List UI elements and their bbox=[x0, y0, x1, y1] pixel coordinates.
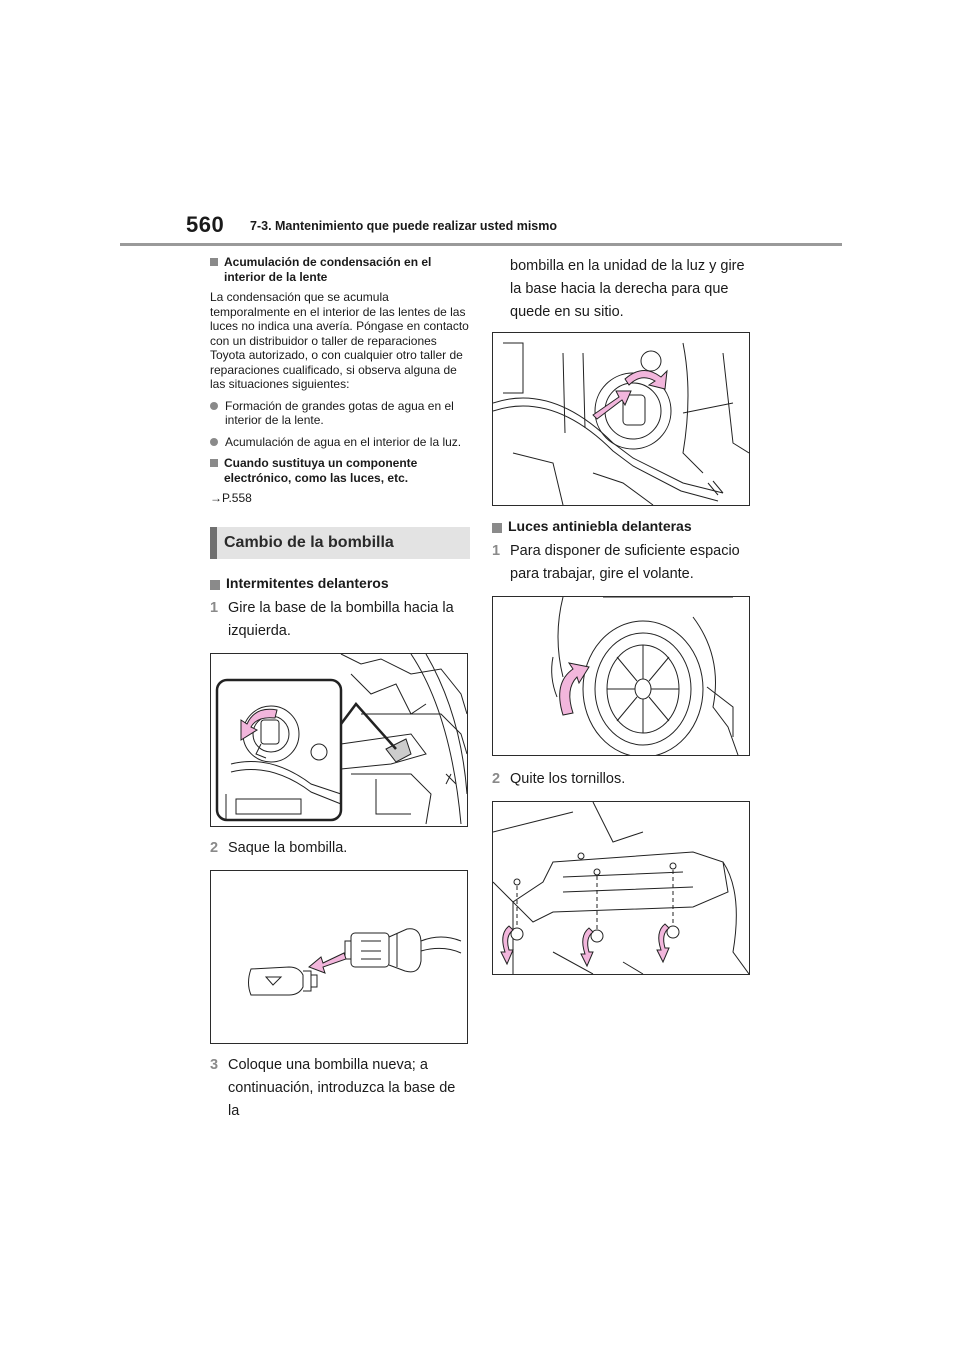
fog-lights-heading-text: Luces antiniebla delanteras bbox=[508, 518, 692, 534]
square-bullet-icon bbox=[492, 522, 502, 533]
step-number: 1 bbox=[210, 600, 219, 616]
square-bullet-icon bbox=[210, 459, 218, 467]
bullet-text: Formación de grandes gotas de agua en el… bbox=[225, 398, 454, 428]
turn-signals-heading: Intermitentes delanteros bbox=[210, 575, 470, 591]
bulb-illustration bbox=[248, 928, 462, 996]
page-number: 560 bbox=[186, 212, 225, 237]
bullet-text: Acumulación de agua en el interior de la… bbox=[225, 434, 462, 449]
step-number: 1 bbox=[492, 543, 501, 559]
banner-bar bbox=[210, 527, 217, 559]
step-continuation: bombilla en la unidad de la luz y gire l… bbox=[492, 255, 750, 324]
condensation-heading-text: Acumulación de condensación en el interi… bbox=[224, 255, 432, 284]
wheel-illustration bbox=[551, 597, 739, 755]
step-number: 2 bbox=[492, 771, 501, 787]
step-number: 2 bbox=[210, 840, 219, 856]
step-item: 1 Para disponer de suficiente espacio pa… bbox=[492, 540, 750, 586]
square-bullet-icon bbox=[210, 579, 220, 590]
section-title: 7-3. Mantenimiento que puede realizar us… bbox=[250, 219, 558, 233]
step-text: Saque la bombilla. bbox=[228, 840, 348, 856]
step-item: 3 Coloque una bombilla nueva; a continua… bbox=[210, 1054, 470, 1123]
section-banner: Cambio de la bombilla bbox=[210, 527, 470, 559]
square-bullet-icon bbox=[210, 258, 218, 266]
headlight-install-illustration bbox=[493, 342, 749, 505]
banner-title: Cambio de la bombilla bbox=[224, 534, 394, 551]
fog-lights-heading: Luces antiniebla delanteras bbox=[492, 518, 750, 534]
list-item: Formación de grandes gotas de agua en el… bbox=[210, 399, 470, 428]
figure-remove-bulb bbox=[210, 870, 468, 1044]
step-number: 3 bbox=[210, 1057, 219, 1073]
figure-turn-wheel bbox=[492, 596, 750, 756]
turn-signals-heading-text: Intermitentes delanteros bbox=[226, 575, 389, 591]
step-item: 2 Saque la bombilla. bbox=[210, 837, 470, 860]
step-text: Coloque una bombilla nueva; a continuaci… bbox=[228, 1057, 456, 1119]
right-column: bombilla en la unidad de la luz y gire l… bbox=[492, 255, 750, 975]
step-text: Quite los tornillos. bbox=[510, 771, 626, 787]
figure-remove-screws bbox=[492, 801, 750, 975]
page-reference: →P.558 bbox=[210, 491, 252, 505]
round-bullet-icon bbox=[210, 437, 218, 446]
figure-install-base bbox=[492, 332, 750, 506]
step-item: 2 Quite los tornillos. bbox=[492, 768, 750, 791]
step-text: bombilla en la unidad de la luz y gire l… bbox=[510, 258, 745, 320]
step-text: Para disponer de suficiente espacio para… bbox=[510, 543, 740, 582]
step-text: Gire la base de la bombilla hacia la izq… bbox=[228, 600, 454, 639]
step-item: 1 Gire la base de la bombilla hacia la i… bbox=[210, 597, 470, 643]
headlight-illustration bbox=[215, 654, 467, 825]
condensation-heading: Acumulación de condensación en el interi… bbox=[210, 255, 470, 285]
round-bullet-icon bbox=[210, 401, 218, 410]
undercover-screws-illustration bbox=[493, 802, 749, 974]
replace-heading-text: Cuando sustituya un componente electróni… bbox=[224, 456, 418, 485]
figure-turn-signal-base bbox=[210, 653, 468, 827]
list-item: Acumulación de agua en el interior de la… bbox=[210, 435, 470, 450]
condensation-body: La condensación que se acumula temporalm… bbox=[210, 290, 469, 391]
header-divider bbox=[120, 243, 842, 246]
replace-heading: Cuando sustituya un componente electróni… bbox=[210, 456, 470, 486]
left-column: Acumulación de condensación en el interi… bbox=[210, 255, 470, 1127]
